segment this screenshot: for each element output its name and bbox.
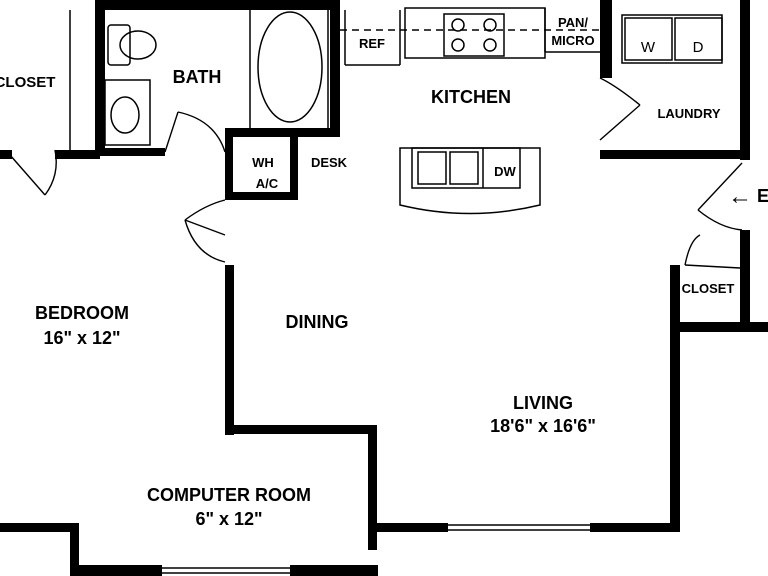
bath-label: BATH: [173, 67, 222, 87]
dining-label: DINING: [286, 312, 349, 332]
entry-label: E: [757, 186, 768, 206]
room-labels: CLOSET BATH KITCHEN LAUNDRY WH A/C DESK …: [0, 67, 734, 529]
entry-arrow-icon: ←: [728, 183, 752, 210]
ac-label: A/C: [256, 176, 279, 191]
computer-room-size: 6" x 12": [195, 509, 262, 529]
pan-label: PAN/: [558, 15, 588, 30]
desk-label: DESK: [311, 155, 348, 170]
dryer-label: D: [693, 39, 704, 56]
living-label: LIVING: [513, 393, 573, 413]
closet-left-label: CLOSET: [0, 74, 55, 91]
doors: [9, 77, 743, 269]
bedroom-label: BEDROOM: [35, 303, 129, 323]
micro-label: MICRO: [551, 33, 594, 48]
closet-right-label: CLOSET: [682, 281, 735, 296]
living-size: 18'6" x 16'6": [490, 416, 596, 436]
laundry-label: LAUNDRY: [657, 106, 720, 121]
ref-label: REF: [359, 36, 385, 51]
bedroom-size: 16" x 12": [43, 328, 120, 348]
computer-room-label: COMPUTER ROOM: [147, 485, 311, 505]
washer-label: W: [641, 39, 656, 56]
kitchen-label: KITCHEN: [431, 87, 511, 107]
fixture-labels: REF PAN/ MICRO W D DW: [359, 15, 704, 179]
entry-marker: ← E: [728, 183, 768, 210]
wh-label: WH: [252, 155, 274, 170]
dishwasher-label: DW: [494, 164, 516, 179]
fixture-lines: [69, 4, 723, 574]
